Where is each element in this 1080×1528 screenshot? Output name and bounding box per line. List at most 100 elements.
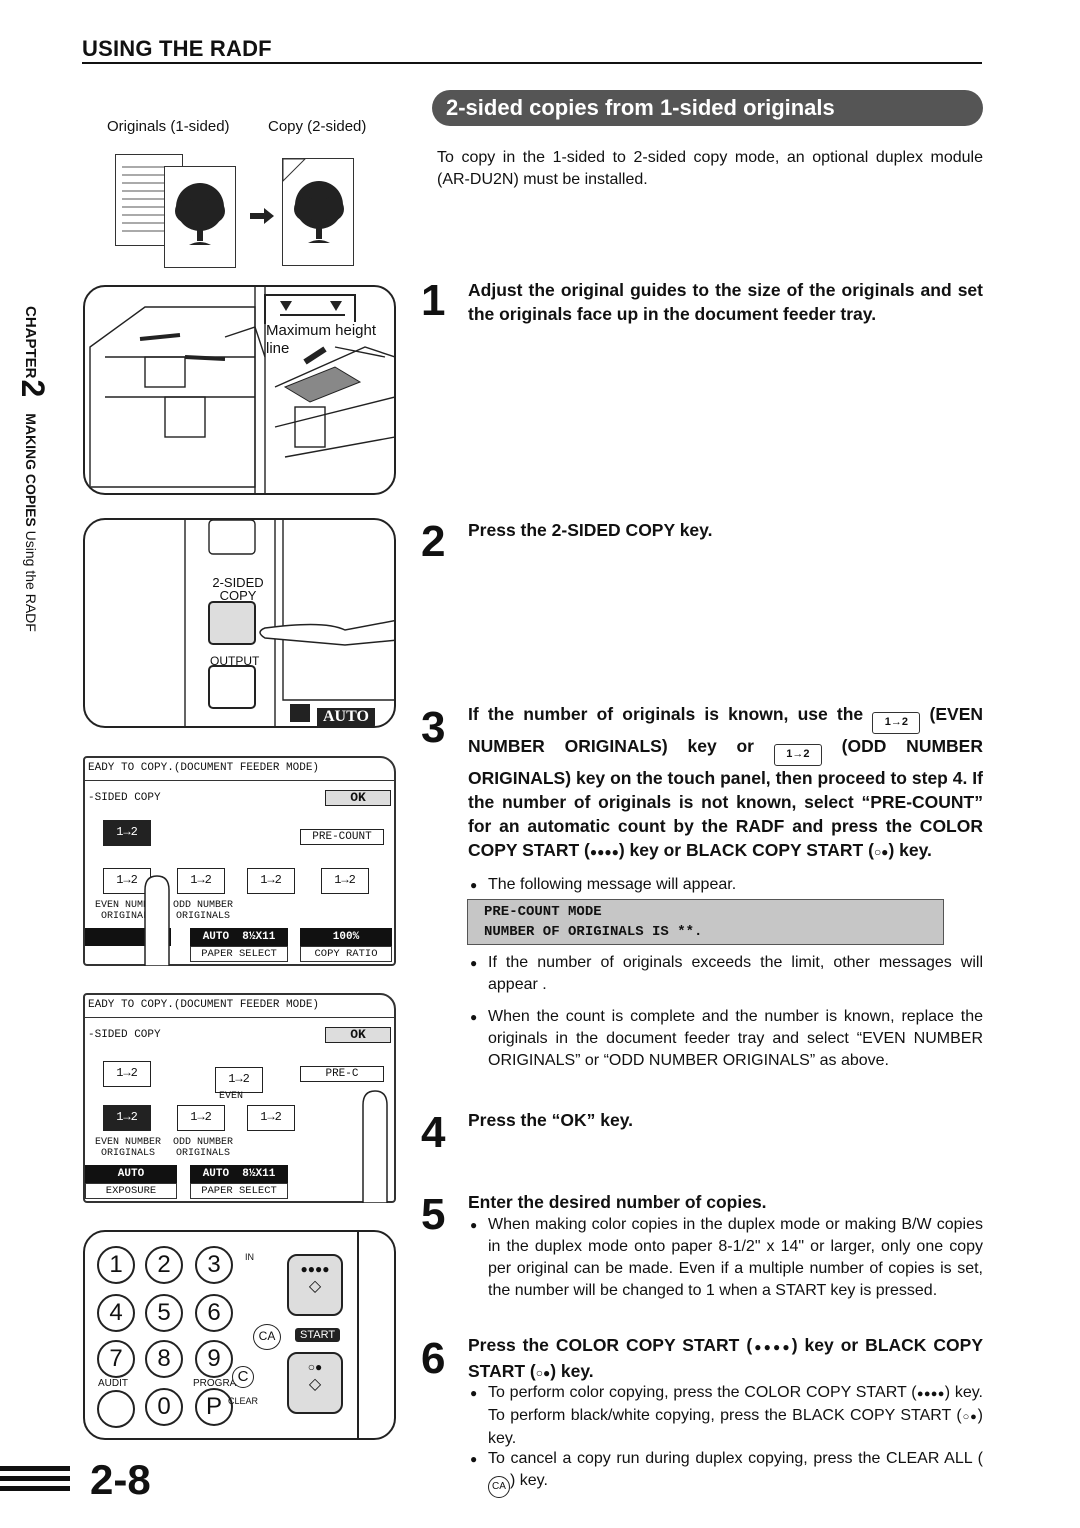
tree-icon (282, 158, 344, 243)
precount-button[interactable]: PRE-COUNT (300, 829, 384, 845)
step-3-part-e: ) key. (888, 840, 932, 860)
intro-text: To copy in the 1-sided to 2-sided copy m… (437, 149, 983, 188)
label-line: line (266, 340, 290, 357)
message-line-1: PRE-COUNT MODE (484, 904, 602, 920)
odd-label-line-2: ORIGINALS (176, 911, 231, 922)
even-label-line-1: EVEN NUMBER (95, 1137, 162, 1148)
one-to-one-key[interactable]: 1→2 (103, 1061, 151, 1087)
step-5-text: Enter the desired number of copies. (468, 1192, 767, 1212)
diamond-icon: ◇ (308, 1278, 322, 1295)
step-number-3: 3 (421, 703, 446, 752)
chapter-side-tab: CHAPTER2 MAKING COPIES Using the RADF (14, 306, 51, 632)
guide-marker-icon (280, 301, 292, 311)
paper-bar[interactable]: AUTO 8½X11 (190, 928, 288, 946)
mode-label: -SIDED COPY (88, 792, 161, 804)
label-originals: Originals (1-sided) (107, 118, 230, 135)
paper-select-label: PAPER SELECT (190, 1183, 288, 1199)
status-message: EADY TO COPY.(DOCUMENT FEEDER MODE) (88, 762, 320, 774)
step-6-part-a: Press the COLOR COPY START ( (468, 1335, 753, 1355)
color-start-icon: ●●●● (916, 1388, 945, 1400)
step-6-part-c: ) key. (550, 1361, 594, 1381)
key-1[interactable]: 1 (97, 1246, 135, 1284)
step-3-bullet-2: If the number of originals exceeds the l… (470, 952, 983, 996)
color-start-dots-icon: ●●●● (300, 1262, 330, 1276)
label-copy: Copy (2-sided) (268, 118, 367, 135)
key-9[interactable]: 9 (195, 1340, 233, 1378)
precount-button[interactable]: PRE-C (300, 1066, 384, 1082)
step-3-part-a: If the number of originals is known, use… (468, 704, 864, 724)
one-to-one-key[interactable]: 1→2 (103, 820, 151, 846)
odd-number-originals-key[interactable]: 1→2 (177, 1105, 225, 1131)
audit-key[interactable] (97, 1390, 135, 1428)
clear-label: CLEAR (228, 1396, 259, 1406)
copy-ratio-label: COPY RATIO (300, 946, 392, 962)
chapter-subsection-name: Using the RADF (23, 530, 39, 632)
auto-label: AUTO (317, 708, 375, 726)
bullet-1a: To perform color copying, press the COLO… (488, 1384, 917, 1401)
paper-size: 8½X11 (242, 931, 276, 943)
exposure-label: EXPOSURE (85, 1183, 177, 1199)
bullet-2b: ) key. (510, 1472, 548, 1489)
label-max-height: Maximum height (266, 322, 377, 339)
key-label-line-1: 2-SIDED (212, 575, 264, 590)
step-6-bullet-2: To cancel a copy run during duplex copyi… (470, 1448, 983, 1498)
ratio-bar[interactable]: 100% (300, 928, 392, 946)
touch-panel-screen-1: EADY TO COPY.(DOCUMENT FEEDER MODE) -SID… (83, 756, 396, 966)
step-6-text: Press the COLOR COPY START (●●●●) key or… (468, 1333, 983, 1385)
panel-edge (357, 1232, 359, 1438)
paper-bar[interactable]: AUTO 8½X11 (190, 1165, 288, 1183)
ok-button[interactable]: OK (325, 1027, 391, 1043)
start-label: START (295, 1328, 341, 1342)
page-number-bars (0, 1466, 70, 1496)
selected-mode-indicator: 1→2 (215, 1067, 263, 1093)
even-number-originals-key[interactable]: 1→2 (103, 868, 151, 894)
odd-number-originals-key[interactable]: 1→2 (177, 868, 225, 894)
step-number-1: 1 (421, 276, 446, 325)
step-number-2: 2 (421, 517, 446, 566)
mode-label: -SIDED COPY (88, 1029, 161, 1041)
two-to-one-key[interactable]: 1→2 (321, 868, 369, 894)
odd-number-originals-key-icon: 1→2 (773, 744, 822, 766)
key-0[interactable]: 0 (145, 1388, 183, 1426)
black-start-dots-icon: ○● (307, 1360, 323, 1374)
step-5-bullet-1: When making color copies in the duplex m… (470, 1214, 983, 1302)
paper-auto: AUTO (202, 1168, 230, 1180)
even-number-originals-key[interactable]: 1→2 (103, 1105, 151, 1131)
even-number-originals-key-icon: 1→2 (872, 712, 921, 734)
touch-panel-screen-2: EADY TO COPY.(DOCUMENT FEEDER MODE) -SID… (83, 993, 396, 1203)
two-to-two-key[interactable]: 1→2 (247, 1105, 295, 1131)
page-number: 2-8 (90, 1456, 151, 1503)
ok-button[interactable]: OK (325, 790, 391, 806)
finger-icon (144, 875, 170, 966)
audit-label: AUDIT (98, 1378, 128, 1389)
key-8[interactable]: 8 (145, 1340, 183, 1378)
paper-size: 8½X11 (242, 1168, 276, 1180)
c-key[interactable]: C (232, 1366, 254, 1388)
step-6-part-b: ) key or BLACK COPY START ( (468, 1335, 983, 1381)
black-copy-start-key[interactable]: ○● ◇ (287, 1352, 343, 1414)
key-7[interactable]: 7 (97, 1340, 135, 1378)
p-key[interactable]: P (195, 1388, 233, 1426)
bullet-1c: ) key. (488, 1407, 983, 1447)
two-sided-key-illustration: 2-SIDED COPY OUTPUT AUTO (83, 518, 396, 728)
key-6[interactable]: 6 (195, 1294, 233, 1332)
message-line-2: NUMBER OF ORIGINALS IS **. (484, 924, 703, 940)
key-label-line-2: COPY (219, 588, 257, 603)
color-copy-start-key[interactable]: ●●●● ◇ (287, 1254, 343, 1316)
copy-page (282, 158, 354, 266)
two-to-two-key[interactable]: 1→2 (247, 868, 295, 894)
odd-label-line-1: ODD NUMBER (173, 1137, 234, 1148)
key-2[interactable]: 2 (145, 1246, 183, 1284)
originals-illustration: Originals (1-sided) Copy (2-sided) (100, 118, 400, 278)
clear-all-key[interactable]: CA (253, 1324, 281, 1350)
step-2-text: Press the 2-SIDED COPY key. (468, 520, 713, 540)
step-1-text: Adjust the original guides to the size o… (468, 280, 983, 324)
tree-icon (175, 183, 225, 245)
step-3-part-c: (ODD NUMBER ORIGINALS) key on the touch … (468, 736, 983, 860)
key-3[interactable]: 3 (195, 1246, 233, 1284)
key-4[interactable]: 4 (97, 1294, 135, 1332)
key-5[interactable]: 5 (145, 1294, 183, 1332)
exposure-bar[interactable]: AUTO (85, 1165, 177, 1183)
